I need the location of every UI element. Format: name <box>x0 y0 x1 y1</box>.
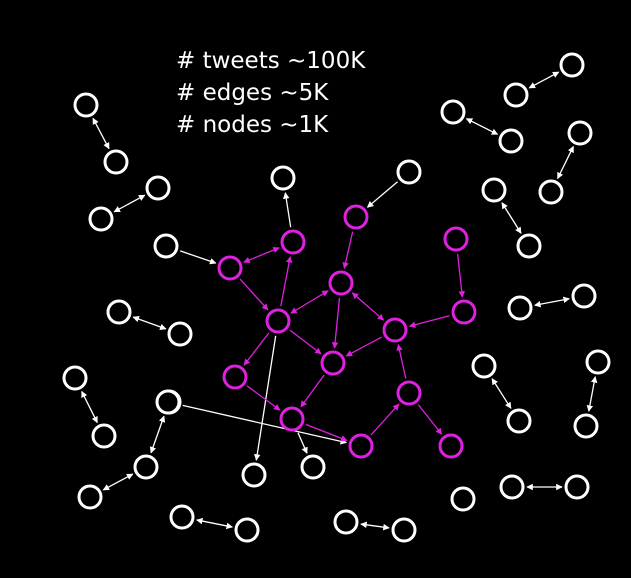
peripheral-node-w3 <box>88 206 114 232</box>
core-node-m5 <box>265 308 291 334</box>
core-node-m8 <box>451 299 477 325</box>
edge-w1-w2 <box>92 117 110 150</box>
edge-m6-m7 <box>345 336 383 357</box>
peripheral-node-w36 <box>234 517 260 543</box>
core-node-m7 <box>320 350 346 376</box>
edge-m4-m7 <box>331 297 341 349</box>
core-node-m12 <box>348 433 374 459</box>
edge-w32-m5 <box>253 335 277 461</box>
core-node-m3 <box>343 204 369 230</box>
peripheral-node-w27 <box>506 408 532 434</box>
edge-w26-w27 <box>491 378 512 409</box>
peripheral-node-w24 <box>507 295 533 321</box>
peripheral-node-w23 <box>516 233 542 259</box>
core-node-m11 <box>279 406 305 432</box>
peripheral-node-w38 <box>391 517 417 543</box>
peripheral-node-w33 <box>300 454 326 480</box>
peripheral-node-w31 <box>564 474 590 500</box>
peripheral-node-w5 <box>153 233 179 259</box>
peripheral-node-w35 <box>169 504 195 530</box>
peripheral-node-w26 <box>471 353 497 379</box>
peripheral-node-w14 <box>270 165 296 191</box>
peripheral-node-w11 <box>133 454 159 480</box>
edge-m11-m12 <box>305 423 348 442</box>
edge-w24-w25 <box>534 296 570 308</box>
stat-tweets: # tweets ~100K <box>176 48 366 74</box>
stats-text-block: # tweets ~100K # edges ~5K # nodes ~1K <box>176 45 365 141</box>
stat-nodes: # nodes ~1K <box>176 112 329 138</box>
peripheral-node-w9 <box>91 423 117 449</box>
peripheral-node-w20 <box>567 120 593 146</box>
edge-w33-m11 <box>297 432 308 454</box>
peripheral-node-w1 <box>73 92 99 118</box>
peripheral-node-w21 <box>538 179 564 205</box>
peripheral-node-w15 <box>396 159 422 185</box>
edge-m1-m5 <box>239 278 269 311</box>
peripheral-node-w8 <box>62 365 88 391</box>
peripheral-node-w22 <box>481 177 507 203</box>
core-node-m4 <box>328 270 354 296</box>
edge-w37-w38 <box>360 521 390 531</box>
edge-m8-m6 <box>408 315 450 328</box>
edge-w14-m2 <box>283 192 292 228</box>
edge-w28-w29 <box>586 376 598 412</box>
edge-m13-m6 <box>396 344 407 379</box>
edge-m7-m11 <box>300 374 325 408</box>
edge-w18-w19 <box>528 71 560 89</box>
core-node-m14 <box>438 433 464 459</box>
core-node-m10 <box>443 226 469 252</box>
edge-w6-w7 <box>132 316 167 330</box>
peripheral-node-w16 <box>440 99 466 125</box>
core-node-m9 <box>222 364 248 390</box>
edge-m12-m13 <box>370 403 400 436</box>
edge-m4-m5 <box>290 290 329 314</box>
peripheral-node-w30 <box>499 474 525 500</box>
peripheral-node-w12 <box>77 484 103 510</box>
edge-w5-m1 <box>179 250 217 265</box>
edge-m3-m4 <box>342 231 354 270</box>
edge-w20-w21 <box>557 145 574 180</box>
edge-w3-w4 <box>113 194 146 213</box>
peripheral-node-w19 <box>559 52 585 78</box>
edge-m9-m11 <box>246 385 281 411</box>
edge-w12-w13 <box>102 473 134 491</box>
core-node-m6 <box>382 317 408 343</box>
peripheral-node-w17 <box>498 128 524 154</box>
peripheral-node-w32 <box>241 462 267 488</box>
peripheral-node-w25 <box>571 283 597 309</box>
edge-m13-m14 <box>417 404 443 435</box>
core-node-m13 <box>396 380 422 406</box>
peripheral-node-w4 <box>145 175 171 201</box>
peripheral-node-w6 <box>106 299 132 325</box>
peripheral-node-w39 <box>450 486 476 512</box>
peripheral-node-w37 <box>333 509 359 535</box>
edge-w10-w11 <box>149 415 166 454</box>
edge-w35-w36 <box>196 517 233 530</box>
edge-m5-m7 <box>289 329 322 355</box>
stat-edges: # edges ~5K <box>176 80 329 106</box>
edge-w16-w17 <box>465 118 499 135</box>
core-node-m2 <box>280 229 306 255</box>
edges-layer <box>81 71 598 531</box>
edge-m2-m5 <box>280 256 293 307</box>
peripheral-node-w34 <box>155 389 181 415</box>
peripheral-node-w29 <box>573 413 599 439</box>
edge-m10-m8 <box>456 253 465 298</box>
edge-m4-m6 <box>351 292 385 321</box>
peripheral-node-w7 <box>167 321 193 347</box>
edge-w22-w23 <box>501 202 522 234</box>
edge-w15-m3 <box>366 181 398 208</box>
peripheral-node-w18 <box>503 82 529 108</box>
nodes-layer <box>62 52 611 543</box>
peripheral-node-w28 <box>585 349 611 375</box>
edge-m1-m2 <box>243 246 280 264</box>
core-node-m1 <box>217 255 243 281</box>
peripheral-node-w2 <box>103 149 129 175</box>
edge-w34-m12 <box>182 404 348 445</box>
edge-w8-w9 <box>81 390 98 424</box>
edge-m5-m9 <box>243 332 270 366</box>
